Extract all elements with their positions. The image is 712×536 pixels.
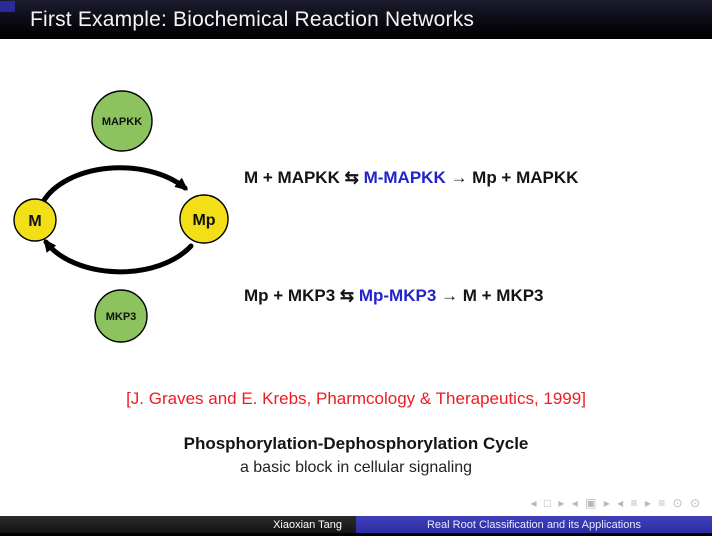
node-m [13,198,57,242]
reaction-equation-2: Mp + MKP3 ⇆ Mp-MKP3 → M + MKP3 [244,286,544,306]
citation-text: [J. Graves and E. Krebs, Pharmcology & T… [126,389,586,408]
corner-accent [0,1,15,12]
node-mapkk [91,90,153,152]
eq2-complex: Mp-MKP3 [358,286,437,305]
caption-title: Phosphorylation-Dephosphorylation Cycle [183,434,529,453]
node-m-label: M [28,213,41,230]
eq2-products: → M + MKP3 [436,286,544,305]
cycle-arrow-bottom [43,238,194,275]
eq1-reactants: M + MAPKK ⇆ [244,168,364,187]
reaction-cycle-diagram: MAPKK M Mp MKP3 [13,90,229,343]
slide-title: First Example: Biochemical Reaction Netw… [30,7,475,31]
node-mapkk-label: MAPKK [102,116,142,128]
eq1-products: → Mp + MAPKK [445,168,579,187]
footer-author: Xiaoxian Tang [273,518,342,531]
footer-talk-title: Real Root Classification and its Applica… [426,518,641,531]
header-bar: First Example: Biochemical Reaction Netw… [0,0,712,39]
footer-author-box: Xiaoxian Tang [0,516,356,533]
cycle-arrow-top [40,165,189,205]
footer-title-box: Real Root Classification and its Applica… [356,516,712,533]
reaction-equation-1: M + MAPKK ⇆ M-MAPKK → Mp + MAPKK [244,168,578,188]
eq1-complex: M-MAPKK [363,168,446,187]
node-mkp3-label: MKP3 [106,311,137,323]
footer-bar: Xiaoxian Tang Real Root Classification a… [0,516,712,536]
node-mp-label: Mp [192,212,215,229]
footer-bottom-strip [0,533,712,536]
footer-row: Xiaoxian Tang Real Root Classification a… [0,516,712,533]
caption-subtitle: a basic block in cellular signaling [239,459,473,476]
beamer-navigation-icons[interactable]: ◂ □ ▸ ◂ ▣ ▸ ◂ ≡ ▸ ≡ ⊙ ⊙ [530,496,702,510]
eq2-reactants: Mp + MKP3 ⇆ [244,286,359,305]
node-mp [179,194,229,244]
node-mkp3 [94,289,148,343]
